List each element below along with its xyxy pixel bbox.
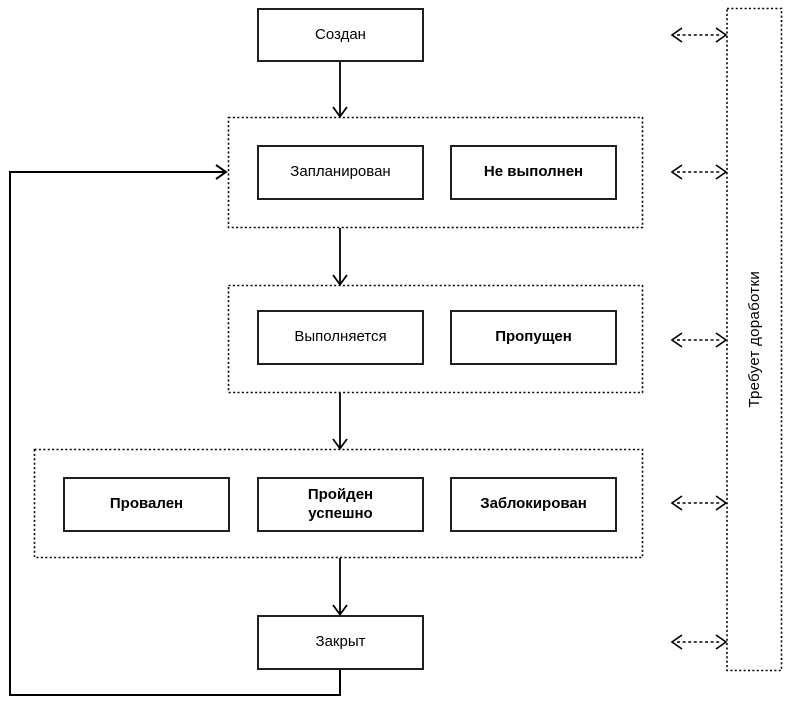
group-result-frame [33, 448, 644, 559]
node-closed: Закрыт [257, 615, 424, 670]
node-failed: Провален [63, 477, 230, 532]
rework-arrow-in-progress [670, 332, 728, 348]
node-in-progress: Выполняется [257, 310, 424, 365]
loop-arrow-closed-to-planned [9, 164, 341, 696]
flow-arrow-result-to-closed [332, 558, 348, 617]
rework-panel: Требует доработки [726, 8, 782, 670]
flow-arrow-created-to-planned [332, 62, 348, 119]
rework-panel-label: Требует доработки [745, 270, 763, 408]
node-created: Создан [257, 8, 424, 62]
rework-panel-frame [726, 7, 783, 672]
group-planned-frame [227, 116, 644, 229]
rework-arrow-planned [670, 164, 728, 180]
node-skipped: Пропущен [450, 310, 617, 365]
group-in-progress-frame [227, 284, 644, 394]
flow-arrow-planned-to-in-progress [332, 228, 348, 287]
node-planned: Запланирован [257, 145, 424, 200]
rework-arrow-created [670, 27, 728, 43]
rework-arrow-closed [670, 634, 728, 650]
node-passed: Пройден успешно [257, 477, 424, 532]
node-blocked: Заблокирован [450, 477, 617, 532]
rework-arrow-result [670, 495, 728, 511]
node-not-executed: Не выполнен [450, 145, 617, 200]
flow-arrow-in-progress-to-result [332, 393, 348, 451]
